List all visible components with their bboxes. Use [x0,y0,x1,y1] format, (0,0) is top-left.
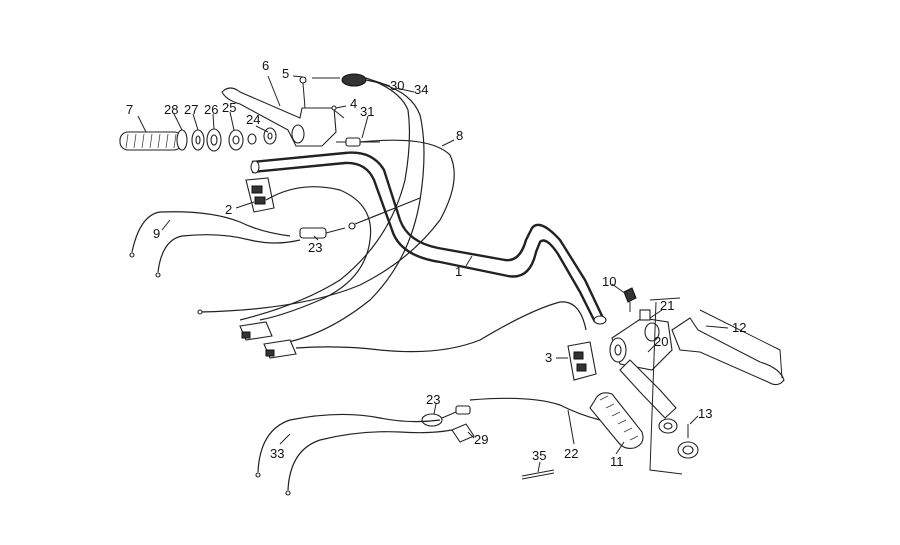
right-grip [589,392,644,449]
part-35 [521,469,555,480]
callout-13: 13 [698,406,712,421]
cable-22 [469,397,601,421]
cable-33b [287,429,453,491]
callout-33: 33 [270,446,284,461]
cable-30 [239,77,411,321]
callout-7-text: 7 [126,102,133,117]
callout-27: 27 [184,102,198,117]
right-switch-cable [295,301,587,353]
part-10 [623,287,637,312]
callout-25: 25 [222,100,236,115]
callout-20: 20 [654,334,668,349]
cable-9 [131,211,291,253]
callout-9: 9 [153,226,160,241]
brake-lever [649,297,785,475]
callout-2: 2 [225,202,232,217]
callout-8: 8 [456,128,463,143]
throttle-adjuster-lower [421,405,475,443]
callout-24: 24 [246,112,260,127]
clutch-lever-assembly [221,73,367,147]
left-washers [176,127,277,152]
cable-9b [157,234,301,273]
callout-1: 1 [455,264,462,279]
cable-8 [199,139,455,313]
callout-12: 12 [732,320,746,335]
left-switch [245,177,275,213]
callout-5: 5 [282,66,289,81]
right-switch [567,341,597,381]
callout-4: 4 [350,96,357,111]
callout-10: 10 [602,274,616,289]
callout-35: 35 [532,448,546,463]
throttle-tube [619,359,677,419]
callout-30: 30 [390,78,404,93]
callout-11: 11 [610,454,624,469]
throttle-adjuster-upper [299,197,421,239]
cable-33 [257,413,441,473]
handlebar [250,151,607,325]
callout-34: 34 [414,82,428,97]
right-washers [658,418,699,459]
switch-cable [259,186,372,321]
callout-26: 26 [204,102,218,117]
callout-21: 21 [660,298,674,313]
callout-23-upper: 23 [308,240,322,255]
leader-lines [137,75,729,473]
callout-3: 3 [545,350,552,365]
cable-31 [336,137,380,147]
callout-28: 28 [164,102,178,117]
callout-6: 6 [262,58,269,73]
callout-29: 29 [474,432,488,447]
left-grip [119,131,183,151]
callout-23-lower: 23 [426,392,440,407]
cable-34 [269,79,425,346]
callout-22: 22 [564,446,578,461]
connector-left [239,321,297,359]
callout-31: 31 [360,104,374,119]
